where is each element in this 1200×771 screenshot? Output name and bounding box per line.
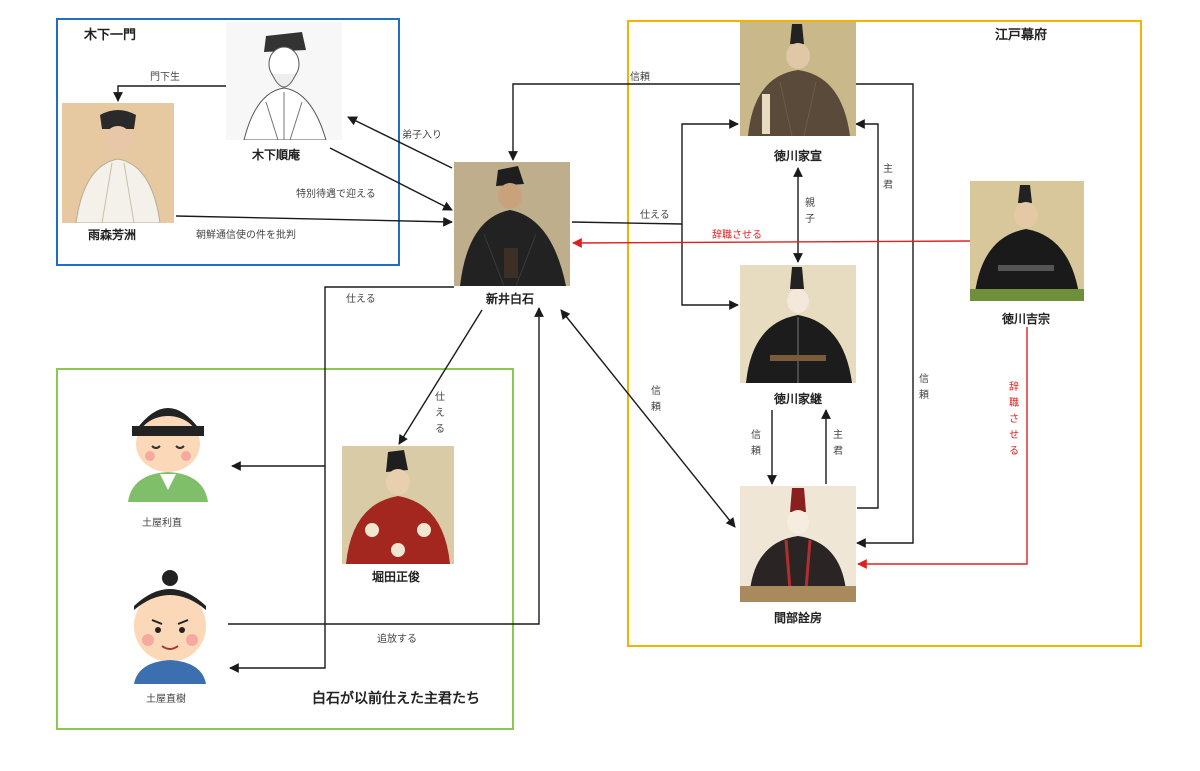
name-hakuseki: 新井白石 xyxy=(486,292,535,306)
portrait-hakuseki xyxy=(454,162,570,286)
name-ienobu: 徳川家宣 xyxy=(774,149,823,163)
portrait-toshinao xyxy=(110,390,226,502)
name-ietsugu: 徳川家継 xyxy=(774,392,823,406)
portrait-junan xyxy=(226,22,342,140)
label-shinrai-top: 信頼 xyxy=(630,72,650,83)
label-chosen: 朝鮮通信使の件を批判 xyxy=(196,230,296,241)
label-tsukaeru-right: 仕える xyxy=(640,210,670,221)
name-yoshimune: 徳川吉宗 xyxy=(1002,312,1051,326)
portrait-akifusa xyxy=(740,486,856,602)
portrait-ietsugu xyxy=(740,265,856,383)
name-naoki: 土屋直樹 xyxy=(146,694,186,705)
label-tsuiho: 追放する xyxy=(377,634,417,645)
label-shinrai-mid: 信頼 xyxy=(751,430,761,457)
label-tsukaeru-down: 仕える xyxy=(435,392,445,435)
portrait-naoki xyxy=(112,566,228,684)
label-deshiiri: 弟子入り xyxy=(402,130,442,141)
name-hoshu: 雨森芳洲 xyxy=(88,228,137,242)
portrait-masatoshi xyxy=(342,446,454,564)
name-toshinao: 土屋利直 xyxy=(142,518,182,529)
label-shinrai-right: 信頼 xyxy=(919,374,929,401)
name-masatoshi: 堀田正俊 xyxy=(372,570,421,584)
portrait-hoshu xyxy=(62,103,174,223)
label-shukun-mid: 主君 xyxy=(833,430,843,457)
group-kinoshita-title: 木下一門 xyxy=(84,28,137,43)
label-jishoku-h: 辞職させる xyxy=(712,230,762,241)
group-edo-title: 江戸幕府 xyxy=(995,28,1048,43)
label-oyako: 親子 xyxy=(805,198,815,225)
label-jishoku-v: 辞職させる xyxy=(1009,382,1019,457)
name-akifusa: 間部詮房 xyxy=(774,611,823,625)
portrait-ienobu xyxy=(740,22,856,136)
group-former-lords-title: 白石が以前仕えた主君たち xyxy=(312,691,480,707)
group-edo-box xyxy=(627,20,1142,647)
label-shukun-right: 主君 xyxy=(883,164,893,191)
label-monkasei: 門下生 xyxy=(150,72,180,83)
name-junan: 木下順庵 xyxy=(252,148,301,162)
label-shinrai-diag: 信頼 xyxy=(651,386,661,413)
label-tsukaeru-left: 仕える xyxy=(346,294,376,305)
label-tokubetsu: 特別待遇で迎える xyxy=(296,189,376,200)
portrait-yoshimune xyxy=(970,181,1084,301)
